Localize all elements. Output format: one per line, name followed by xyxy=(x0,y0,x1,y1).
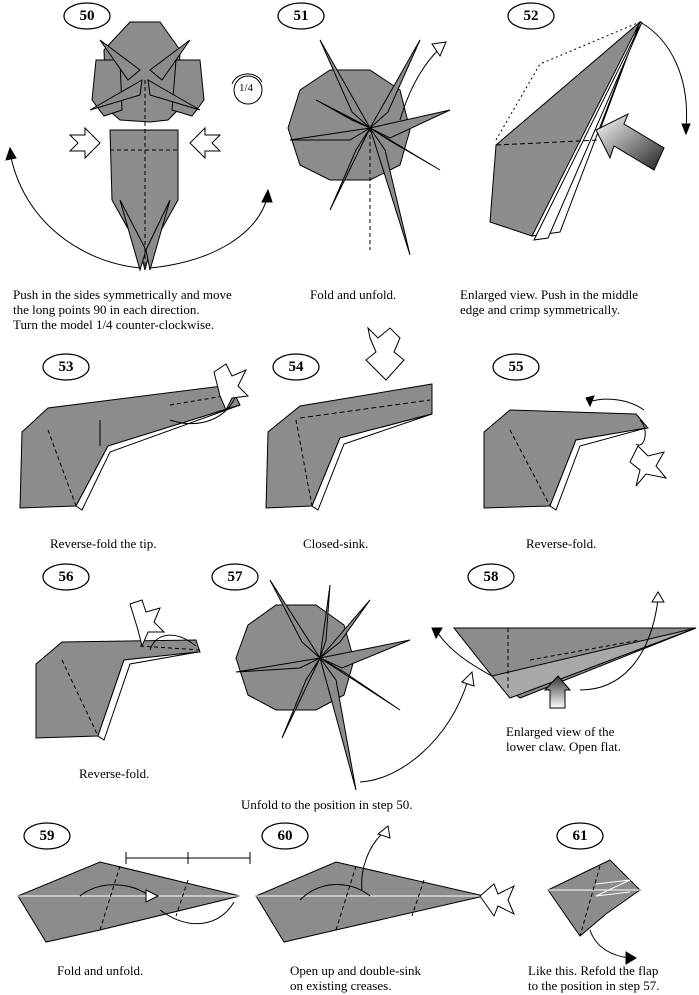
step-number-60: 60 xyxy=(261,822,309,850)
figure-step-53 xyxy=(19,363,250,511)
caption-step-51: Fold and unfold. xyxy=(310,287,397,302)
caption-step-56: Reverse-fold. xyxy=(79,766,150,781)
step-number-51: 51 xyxy=(277,2,325,30)
figure-step-58 xyxy=(431,591,697,709)
figure-step-56 xyxy=(35,599,201,741)
caption-step-53: Reverse-fold the tip. xyxy=(50,536,157,551)
caption-step-58: Enlarged view of the lower claw. Open fl… xyxy=(506,724,622,754)
figure-step-55 xyxy=(483,395,668,511)
figure-step-59 xyxy=(17,852,251,943)
step-number-50: 50 xyxy=(63,2,111,30)
caption-step-52: Enlarged view. Push in the middle edge a… xyxy=(460,287,639,317)
figure-step-54 xyxy=(265,326,433,511)
caption-step-57: Unfold to the position in step 50. xyxy=(241,797,413,812)
step-number-61: 61 xyxy=(556,822,604,850)
step-number-53: 53 xyxy=(42,353,90,381)
caption-step-61: Like this. Refold the flap to the positi… xyxy=(528,963,660,993)
figure-step-51 xyxy=(287,39,451,256)
step-number-59: 59 xyxy=(23,822,71,850)
figure-step-61 xyxy=(547,859,641,965)
figure-step-57 xyxy=(235,579,475,791)
step-number-58: 58 xyxy=(467,563,515,591)
caption-step-60: Open up and double-sink on existing crea… xyxy=(290,963,422,993)
caption-step-54: Closed-sink. xyxy=(303,536,369,551)
step-number-57: 57 xyxy=(211,563,259,591)
figure-step-52 xyxy=(489,20,691,241)
caption-step-55: Reverse-fold. xyxy=(526,536,597,551)
step-number-56: 56 xyxy=(42,563,90,591)
rotation-label: 1/4 xyxy=(239,82,254,94)
caption-step-59: Fold and unfold. xyxy=(57,963,144,978)
step-number-55: 55 xyxy=(492,353,540,381)
figure-step-50 xyxy=(5,21,273,272)
figure-step-60 xyxy=(255,825,515,943)
step-number-52: 52 xyxy=(507,2,555,30)
step-number-54: 54 xyxy=(272,353,320,381)
caption-step-50: Push in the sides symmetrically and move… xyxy=(13,287,232,332)
